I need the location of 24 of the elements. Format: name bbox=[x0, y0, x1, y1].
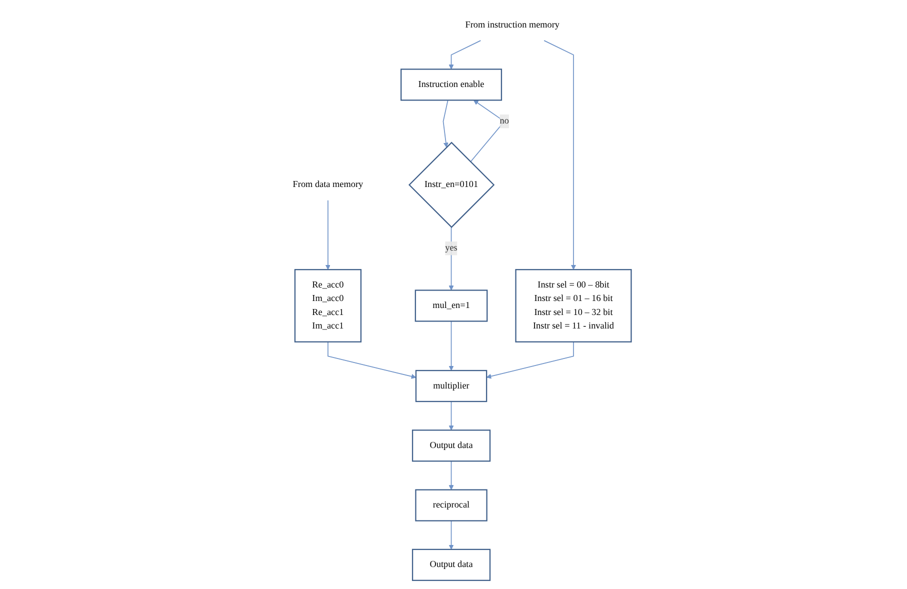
arrow bbox=[442, 99, 449, 148]
node-box: Instruction enable bbox=[400, 68, 502, 100]
node-text: From data memory bbox=[292, 179, 364, 189]
node-box: Output data bbox=[412, 548, 491, 580]
node-box: Instr sel = 00 – 8bit Instr sel = 01 – 16 bit Instr sel = 10 – 32 bit Instr sel = 11 - invalid bbox=[515, 268, 632, 342]
node-box: Output data bbox=[412, 429, 491, 462]
arrow bbox=[326, 199, 331, 270]
arrow bbox=[448, 226, 454, 290]
node-box: mul_en=1 bbox=[414, 289, 488, 322]
node-box: reciprocal bbox=[415, 488, 488, 521]
arrow bbox=[328, 340, 416, 378]
node-box: Re_acc0 Im_acc0 Re_acc1 Im_acc1 bbox=[294, 268, 362, 342]
arrow bbox=[486, 340, 574, 378]
node-diamond: Instr_en=0101 bbox=[408, 141, 495, 228]
arrow bbox=[448, 460, 454, 490]
edge-label: yes bbox=[445, 242, 458, 252]
arrow bbox=[448, 320, 454, 370]
edge-label: no bbox=[500, 116, 510, 126]
arrow bbox=[448, 400, 454, 430]
arrow bbox=[448, 520, 454, 550]
node-text: From instruction memory bbox=[465, 19, 560, 30]
arrow bbox=[448, 40, 482, 69]
arrow bbox=[544, 40, 576, 270]
node-box: multiplier bbox=[416, 369, 488, 402]
